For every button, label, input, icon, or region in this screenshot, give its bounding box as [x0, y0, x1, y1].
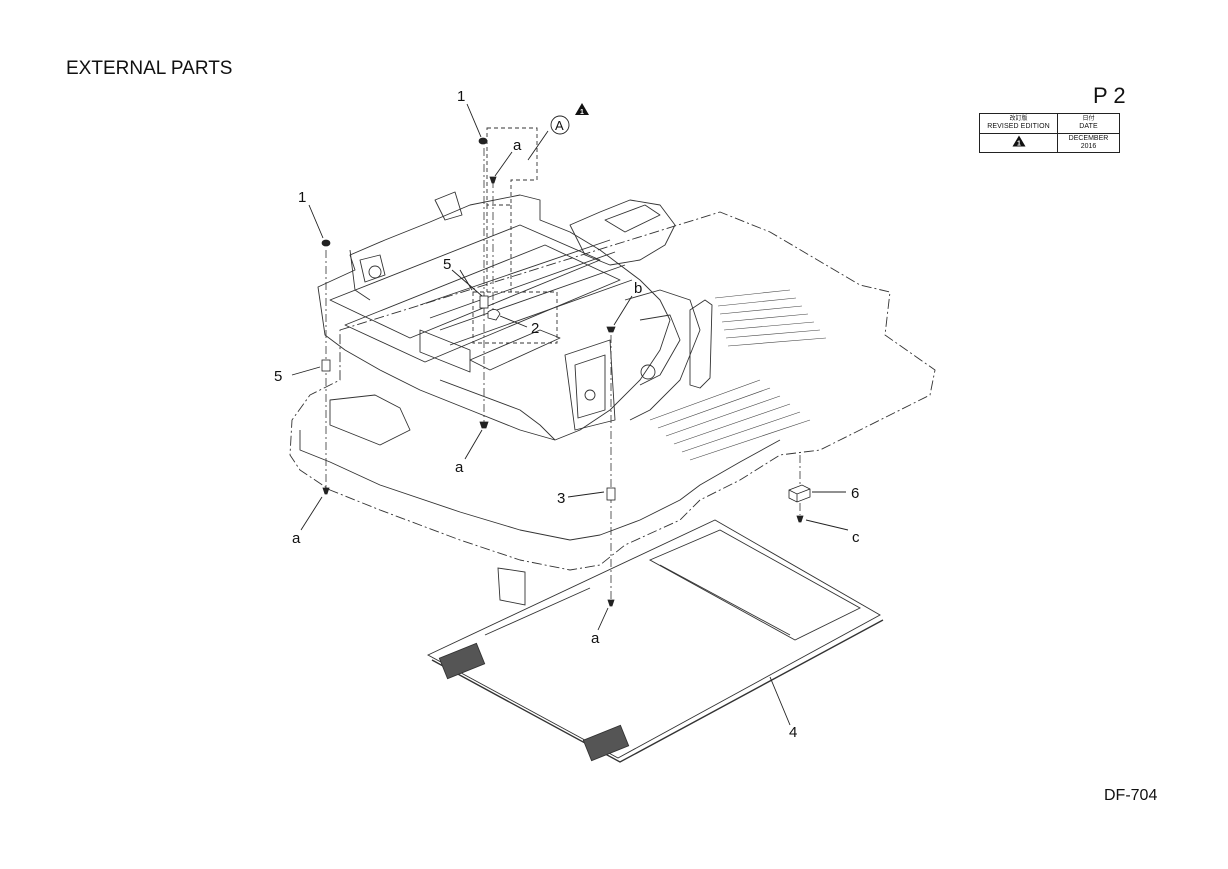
part-3 — [606, 487, 616, 501]
detail-boxes — [472, 127, 558, 344]
detail-a-box — [486, 127, 538, 206]
callout-screw-a-bottom: a — [591, 630, 600, 647]
callout-part-3: 3 — [557, 490, 565, 507]
callout-screw-c: c — [852, 529, 860, 546]
callout-screw-a-left: a — [292, 530, 301, 547]
revision-table: 改訂版 REVISED EDITION 日付 DATE 1 DECEMBER 2… — [979, 113, 1120, 153]
base-inner-rim — [299, 430, 781, 541]
warning-triangle-icon: 1 — [1012, 135, 1025, 148]
callout-part-5-center: 5 — [443, 256, 451, 273]
base-left-pocket — [329, 394, 411, 446]
callout-part-1-top: 1 — [457, 88, 465, 105]
screw-b — [606, 326, 616, 333]
exit-tray — [569, 199, 676, 266]
side-guide-plate — [689, 299, 713, 389]
leader-lines — [291, 103, 849, 726]
callout-screw-a-top: a — [513, 137, 522, 154]
screw-a-center — [479, 421, 489, 429]
base-housing-outline — [289, 211, 936, 571]
callout-part-6: 6 — [851, 485, 859, 502]
detail-2-box — [472, 291, 558, 344]
callout-part-5-left: 5 — [274, 368, 282, 385]
svg-text:1: 1 — [580, 109, 584, 116]
callout-part-1-left: 1 — [298, 189, 306, 206]
date-label-jp: 日付 — [1082, 116, 1095, 122]
screw-a-top — [489, 176, 497, 184]
callout-part-2: 2 — [531, 320, 539, 337]
callout-detail-marker: A — [555, 118, 564, 133]
detail-marker-circle — [550, 115, 570, 135]
revised-edition-label-jp: 改訂版 — [1009, 116, 1028, 122]
svg-text:1: 1 — [1017, 141, 1021, 148]
transport-frame — [317, 191, 701, 441]
date-value: DECEMBER 2016 — [1057, 133, 1120, 153]
hatched-panels — [649, 289, 827, 461]
model-code: DF-704 — [1104, 787, 1158, 804]
page-number: P 2 — [1093, 83, 1126, 108]
warning-triangle-icon: 1 — [575, 103, 589, 116]
screw-c — [796, 515, 804, 523]
revised-edition-label: REVISED EDITION — [987, 123, 1050, 130]
callout-screw-a-center: a — [455, 459, 464, 476]
part-4-cover-panel — [427, 519, 884, 763]
screw-1-left — [321, 239, 331, 247]
screw-a-bottom — [607, 599, 615, 607]
part-2 — [487, 309, 501, 321]
part-6 — [788, 484, 811, 503]
date-label: DATE — [1079, 123, 1098, 130]
part-5-center — [479, 295, 489, 309]
assembly-lines — [325, 148, 801, 600]
page-title: EXTERNAL PARTS — [66, 58, 233, 79]
part-5-left — [321, 359, 331, 372]
screw-a-left — [322, 487, 330, 495]
callout-part-4: 4 — [789, 724, 797, 741]
date-value-text: DECEMBER 2016 — [1068, 135, 1109, 150]
callout-screw-b: b — [634, 280, 642, 297]
fasteners — [321, 137, 811, 607]
screw-1-top — [478, 137, 488, 145]
callout-labels: 1 1 a A 5 2 b 5 a 3 6 c a a 4 — [274, 88, 860, 741]
